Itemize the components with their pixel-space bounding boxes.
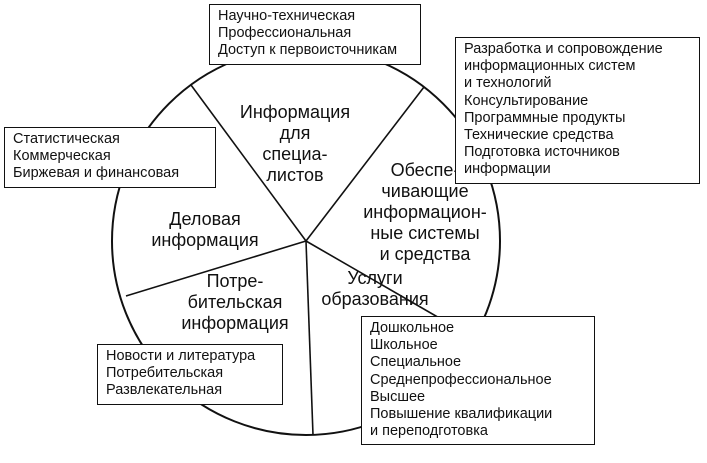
box-line: Специальное: [370, 354, 462, 371]
box-line: Дошкольное: [370, 320, 455, 336]
box-line: Доступ к первоисточникам: [218, 42, 398, 59]
segment-line: специа-: [262, 144, 328, 164]
segment-line: образования: [321, 289, 429, 309]
box-line: Подготовка источников: [464, 144, 620, 161]
box-line: Программные продукты: [464, 109, 626, 126]
segment-education-label: Услуги образования: [300, 268, 450, 310]
box-consumer: Новости и литература Потребительская Раз…: [97, 344, 283, 405]
segment-business-label: Деловая информация: [140, 209, 270, 251]
segment-line: информация: [151, 230, 259, 250]
box-systems: Разработка и сопровождение информационны…: [455, 37, 700, 184]
box-line: Школьное: [370, 337, 438, 354]
box-line: Новости и литература: [106, 348, 256, 364]
box-line: Профессиональная: [218, 25, 352, 42]
box-line: Технические средства: [464, 127, 614, 144]
segment-line: Потре-: [206, 271, 264, 291]
box-line: Коммерческая: [13, 148, 111, 165]
segment-line: Деловая: [169, 209, 241, 229]
box-line: и переподготовка: [370, 423, 488, 440]
segment-line: чивающие: [381, 181, 469, 201]
box-education: Дошкольное Школьное Специальное Среднепр…: [361, 316, 595, 446]
box-line: Статистическая: [13, 131, 120, 147]
segment-line: и средства: [379, 244, 471, 264]
segment-line: Информация: [239, 102, 351, 122]
segment-consumer-label: Потре- бительская информация: [170, 271, 300, 334]
segment-line: информация: [181, 313, 289, 333]
box-line: информации: [464, 161, 551, 178]
segment-line: Услуги: [347, 268, 403, 288]
divider-bottom: [305, 240, 314, 436]
box-line: Развлекательная: [106, 382, 223, 399]
segment-line: для: [279, 123, 311, 143]
divider-left: [125, 240, 307, 297]
box-line: информационных систем: [464, 58, 636, 75]
box-line: Разработка и сопровождение: [464, 41, 663, 57]
box-line: Консультирование: [464, 92, 589, 109]
segment-systems-label: Обеспе- чивающие информацион- ные систем…: [352, 160, 498, 265]
segment-specialists-label: Информация для специа- листов: [230, 102, 360, 186]
box-line: Научно-техническая: [218, 8, 356, 24]
segment-line: информацион-: [363, 202, 487, 222]
box-line: Среднепрофессиональное: [370, 371, 552, 388]
box-line: Потребительская: [106, 365, 224, 382]
box-line: Повышение квалификации: [370, 406, 553, 423]
divider-top-left: [190, 84, 307, 242]
segment-line: листов: [266, 165, 324, 185]
divider-top-right: [305, 86, 425, 242]
segment-line: ные системы: [370, 223, 480, 243]
box-line: и технологий: [464, 75, 552, 92]
box-business: Статистическая Коммерческая Биржевая и ф…: [4, 127, 216, 188]
segment-line: бительская: [187, 292, 283, 312]
box-specialists: Научно-техническая Профессиональная Дост…: [209, 4, 421, 65]
box-line: Высшее: [370, 388, 426, 405]
box-line: Биржевая и финансовая: [13, 165, 180, 182]
segment-line: Обеспе-: [390, 160, 460, 180]
